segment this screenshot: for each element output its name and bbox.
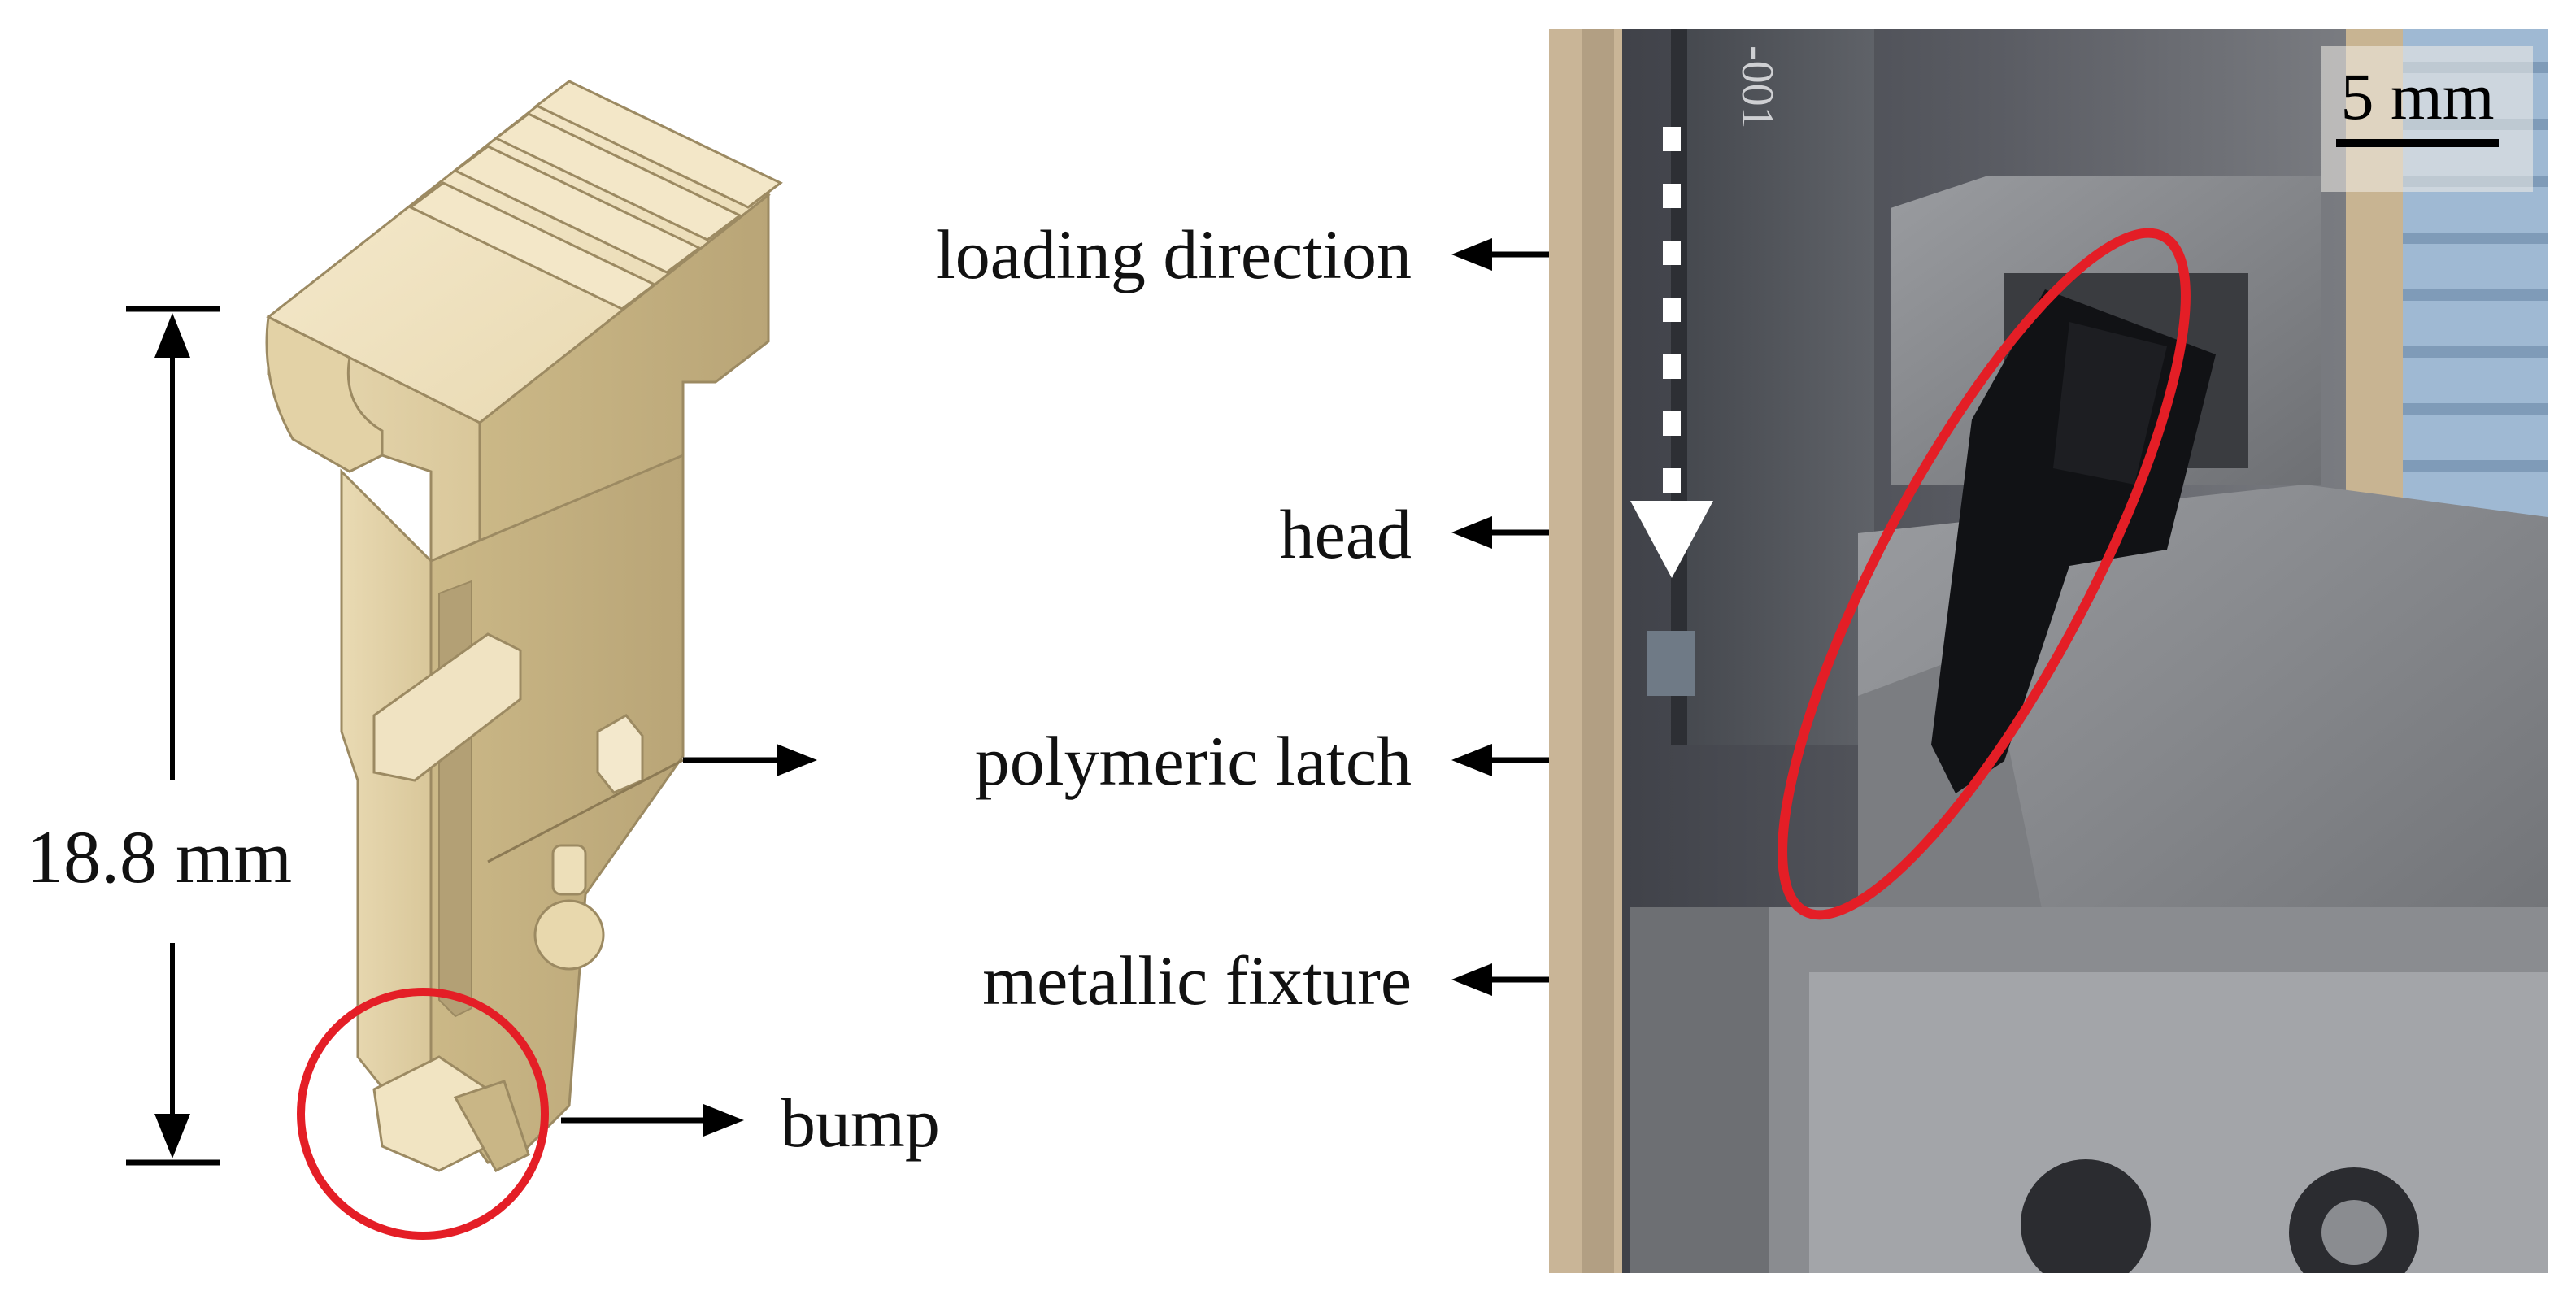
bump-label: bump	[781, 1084, 940, 1162]
polymeric-latch-label: polymeric latch	[974, 722, 1412, 800]
bump-pointer-arrow	[561, 1104, 744, 1137]
bump-highlight-circle	[297, 988, 549, 1240]
latch-highlight-ellipse	[1778, 228, 2191, 920]
scale-bar: 5 mm	[2321, 46, 2533, 192]
part-arm	[340, 453, 685, 1172]
loading-direction-label: loading direction	[935, 215, 1412, 293]
rod-engraving: -001	[1732, 46, 1782, 129]
scale-bar-label: 5 mm	[2340, 59, 2494, 133]
metallic-fixture-label: metallic fixture	[982, 941, 1412, 1019]
fixture-base	[1630, 907, 2548, 1273]
part-head-block	[265, 80, 783, 588]
dashed-loading-arrow-icon	[1630, 127, 1713, 578]
experiment-photo: -001 5 mm	[1549, 29, 2548, 1273]
latch-pointer-arrow	[683, 744, 817, 776]
dimension-label: 18.8 mm	[26, 815, 293, 898]
head-label: head	[1279, 495, 1412, 573]
dimension-line	[126, 306, 220, 1166]
polymeric-latch-photo	[1931, 289, 2216, 793]
photo-illustration: -001 5 mm	[1549, 29, 2548, 1273]
